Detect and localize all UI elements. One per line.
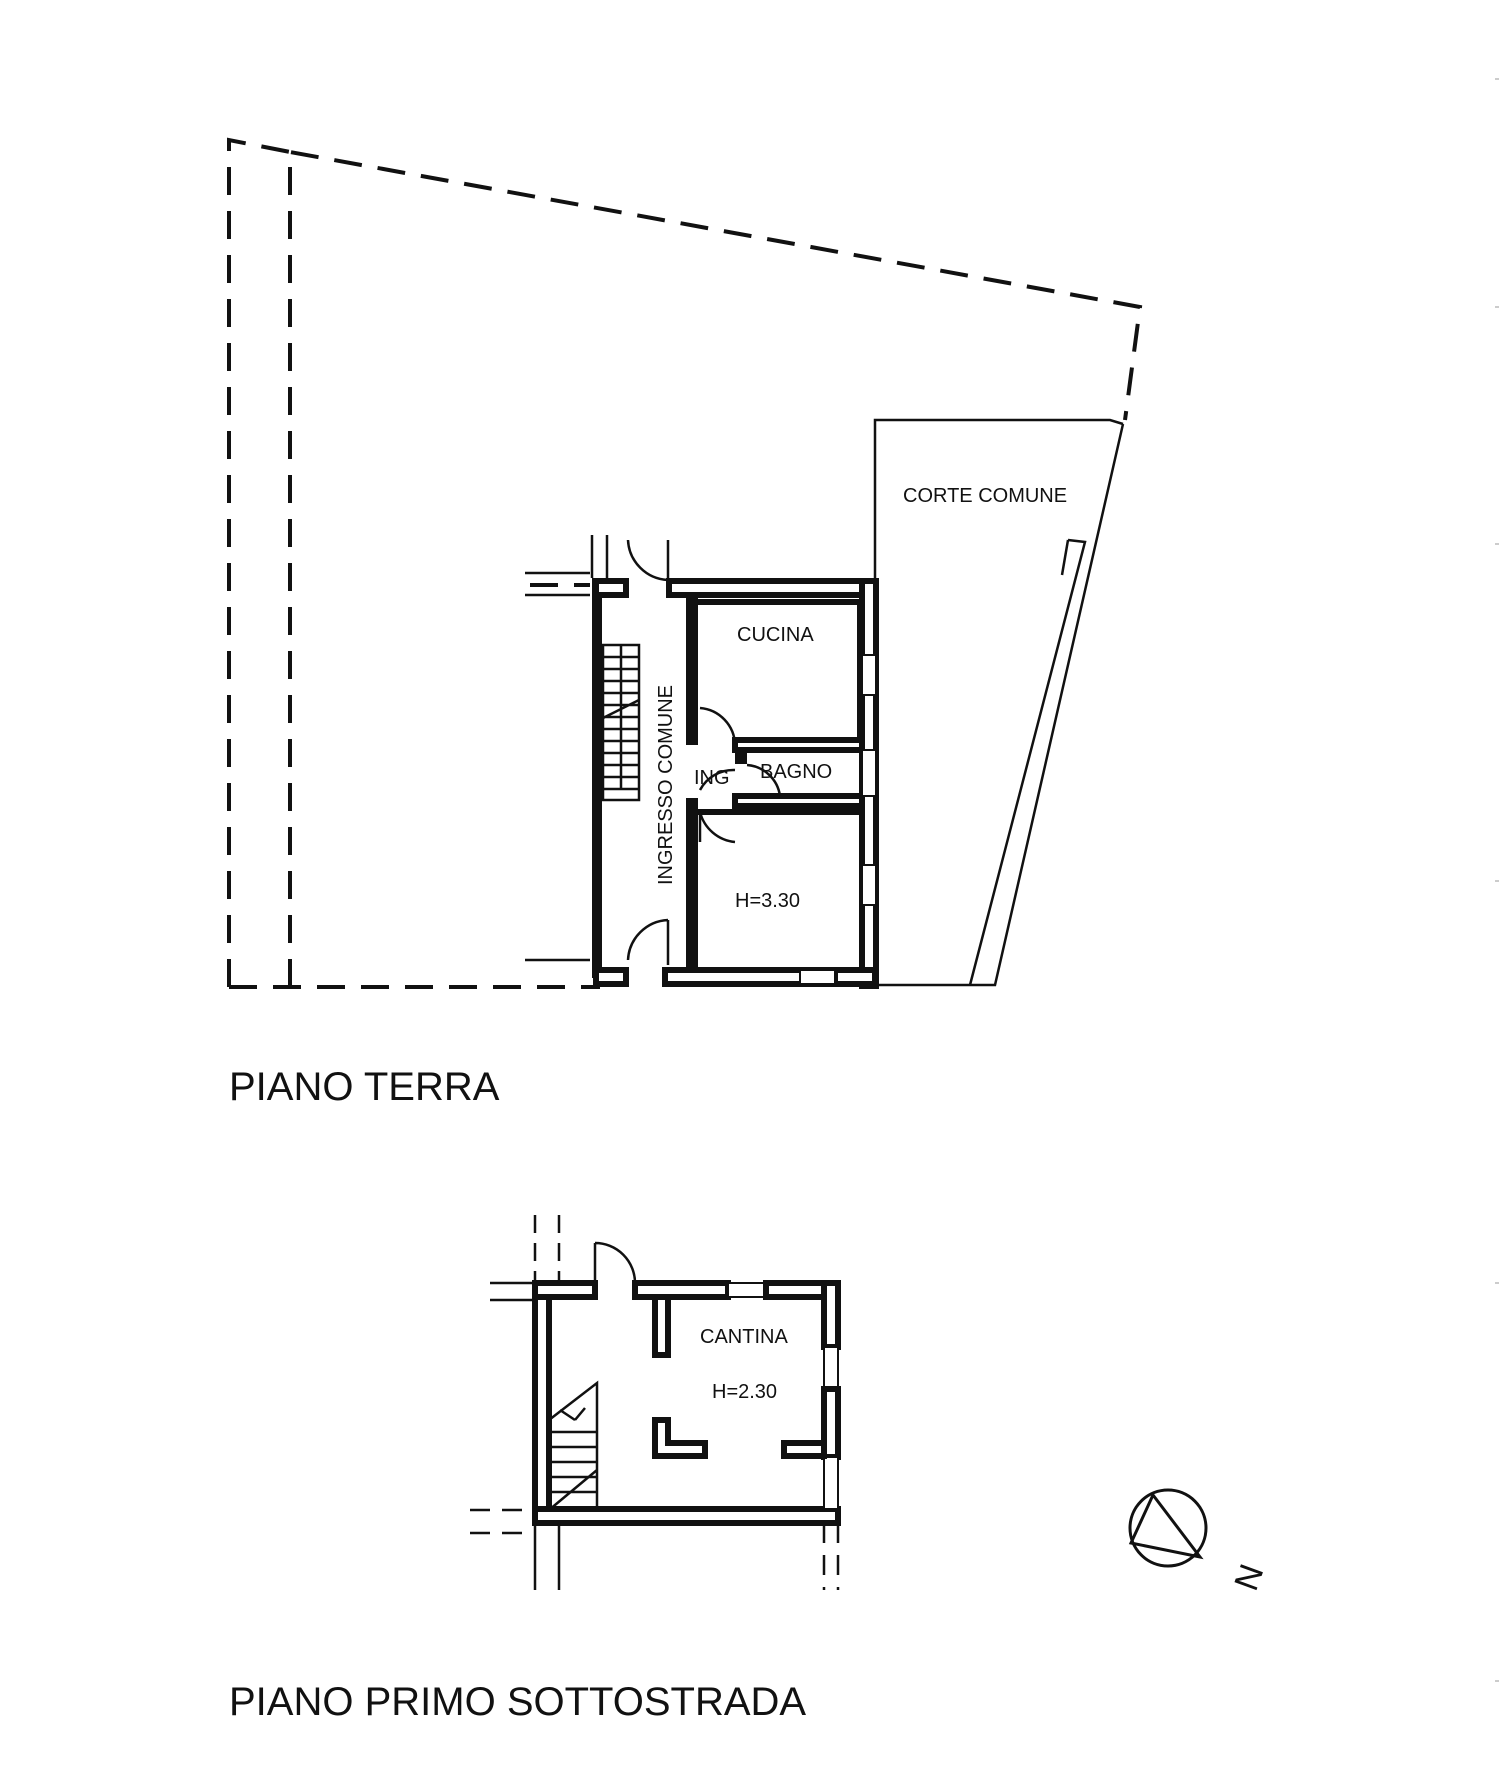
room-label-ingresso-comune: INGRESSO COMUNE bbox=[655, 685, 677, 885]
adjacent-wall-marker bbox=[533, 1523, 561, 1590]
room-label-cantina: CANTINA bbox=[700, 1326, 788, 1348]
edge-marks bbox=[1495, 78, 1499, 1682]
adjacent-wall-marker bbox=[525, 571, 590, 597]
basement-staircase bbox=[548, 1380, 599, 1511]
room-label-cucina: CUCINA bbox=[737, 624, 814, 646]
building-walls bbox=[592, 578, 879, 989]
basement-floor-plan: CANTINA H=2.30 PIANO PRIMO SOTTOSTRADA bbox=[229, 1215, 841, 1724]
floor-title-piano-primo-sottostrada: PIANO PRIMO SOTTOSTRADA bbox=[229, 1680, 806, 1724]
property-boundary-dashed bbox=[227, 137, 1143, 989]
adjacent-wall-marker bbox=[590, 535, 609, 578]
room-label-ing: ING bbox=[694, 767, 730, 789]
room-label-corte-comune: CORTE COMUNE bbox=[903, 485, 1067, 507]
adjacent-wall-marker bbox=[533, 1215, 561, 1283]
staircase bbox=[601, 643, 641, 802]
room-height-ground: H=3.30 bbox=[735, 890, 800, 912]
room-height-basement: H=2.30 bbox=[712, 1381, 777, 1403]
adjacent-wall-marker bbox=[470, 1508, 535, 1535]
courtyard-outline bbox=[873, 418, 1125, 987]
adjacent-wall-marker bbox=[490, 1281, 535, 1302]
adjacent-wall-marker bbox=[822, 1523, 840, 1590]
floor-title-piano-terra: PIANO TERRA bbox=[229, 1065, 500, 1109]
room-label-bagno: BAGNO bbox=[760, 761, 832, 783]
compass-north-label: N bbox=[1227, 1559, 1271, 1595]
door-swings bbox=[626, 539, 782, 965]
north-compass: N bbox=[1128, 1488, 1271, 1595]
ground-floor-plan: CORTE COMUNE CUCINA ING BAGNO H=3.30 ING… bbox=[227, 137, 1143, 1109]
